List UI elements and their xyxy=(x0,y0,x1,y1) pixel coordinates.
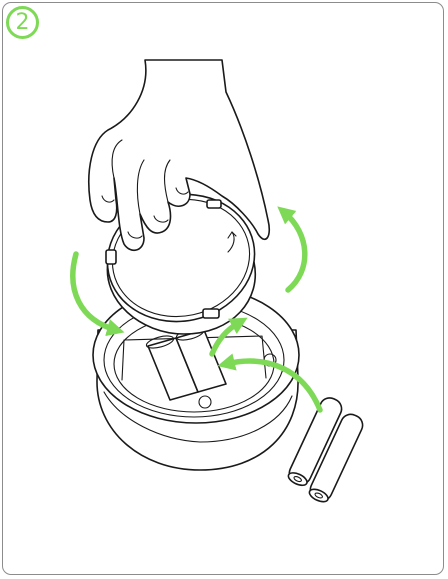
step-number-badge: 2 xyxy=(6,6,39,39)
device-cover xyxy=(105,193,257,335)
curved-arrow xyxy=(70,206,323,413)
step-frame xyxy=(2,2,444,575)
hand xyxy=(88,59,271,251)
AA-battery xyxy=(287,397,364,503)
step-number: 2 xyxy=(15,10,30,35)
